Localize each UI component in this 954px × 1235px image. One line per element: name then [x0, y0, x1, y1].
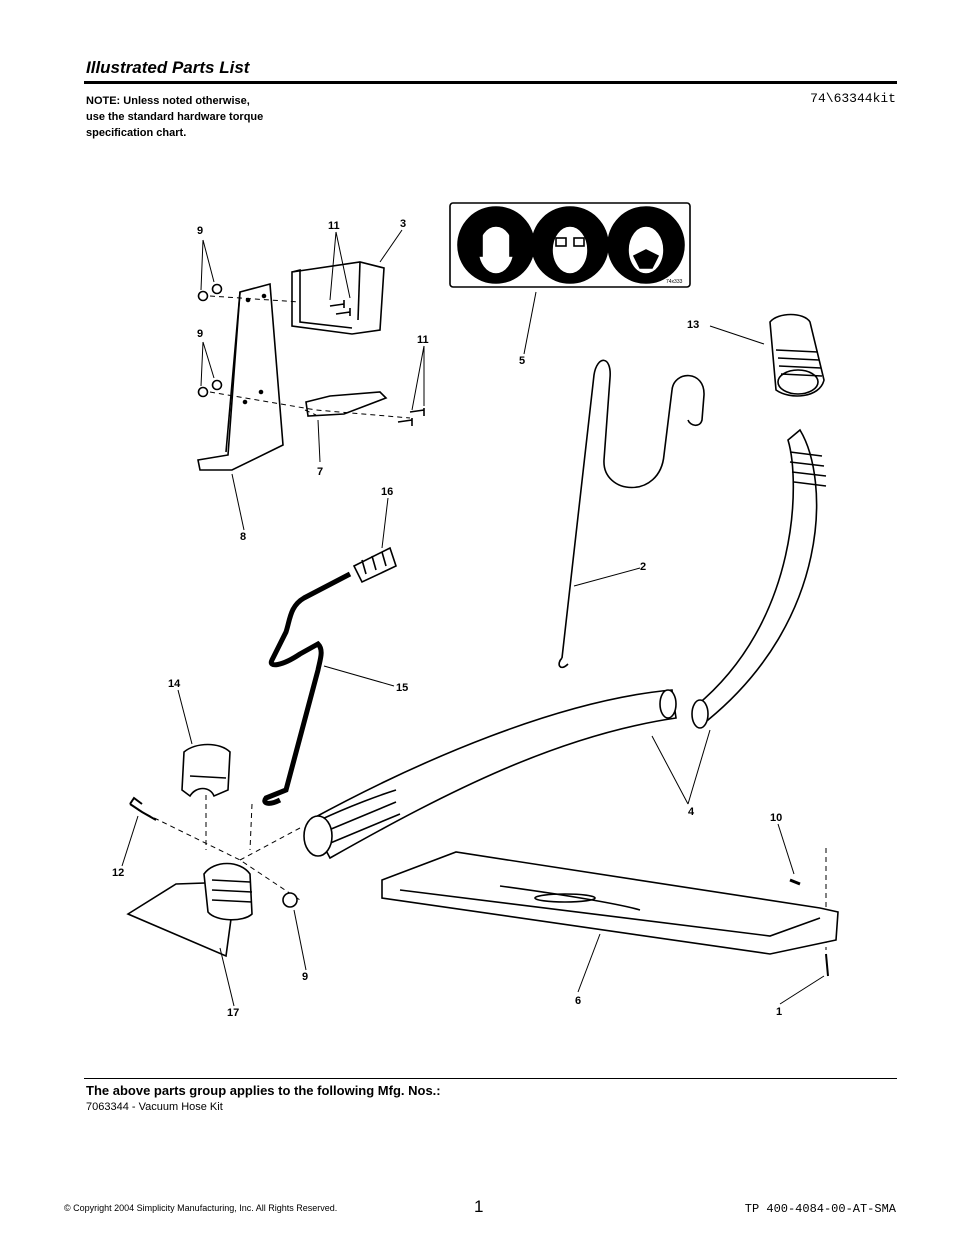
part-9-nut: [197, 290, 209, 302]
callout-11: 11: [328, 220, 340, 232]
page-number: 1: [474, 1197, 484, 1216]
header-rule: [84, 81, 897, 84]
part-13-cuff: [769, 313, 825, 397]
kit-code: 74\63344kit: [810, 91, 896, 106]
part-10-pin: [789, 878, 801, 886]
callout-9: 9: [197, 328, 203, 340]
part-2-wire-hook: [561, 359, 705, 659]
part-9-nut: [211, 379, 223, 391]
document-id: TP 400-4084-00-AT-SMA: [744, 1202, 896, 1216]
mfg-number-line: 7063344 - Vacuum Hose Kit: [86, 1101, 223, 1113]
part-9-nut: [282, 892, 298, 908]
callout-11: 11: [417, 334, 429, 346]
part-9-nut: [211, 283, 223, 295]
page-title: Illustrated Parts List: [86, 58, 250, 77]
part-4-hose: [303, 428, 827, 860]
part-3-clip: [291, 261, 385, 335]
part-9-nut: [197, 386, 209, 398]
callout-16: 16: [381, 486, 393, 498]
part-12-bolt: [129, 796, 157, 821]
callout-9: 9: [197, 225, 203, 237]
part-1-screw: [825, 953, 829, 977]
callout-2: 2: [640, 561, 646, 573]
part-7-plate: [305, 391, 388, 417]
callout-9: 9: [302, 971, 308, 983]
callout-7: 7: [317, 466, 323, 478]
callout-1: 1: [776, 1006, 782, 1018]
decal-code: 74x333: [666, 279, 683, 285]
copyright: © Copyright 2004 Simplicity Manufacturin…: [64, 1203, 338, 1213]
part-8-bracket: [197, 282, 284, 471]
part-6-tray: [381, 851, 839, 955]
callout-13: 13: [687, 319, 699, 331]
callout-14: 14: [168, 678, 181, 690]
part-15-handle: [262, 571, 352, 806]
callout-6: 6: [575, 995, 581, 1007]
callout-10: 10: [770, 812, 782, 824]
callout-3: 3: [400, 218, 406, 230]
callout-4: 4: [688, 806, 695, 818]
part-11-bolt: [397, 408, 425, 426]
applies-heading: The above parts group applies to the fol…: [86, 1083, 441, 1098]
torque-note: NOTE: Unless noted otherwise, use the st…: [86, 95, 264, 139]
part-16-grip: [352, 546, 397, 584]
part-14-clamp: [181, 743, 231, 798]
callout-8: 8: [240, 531, 246, 543]
footer-rule: [84, 1078, 897, 1079]
part-11-bolt: [329, 300, 351, 316]
callout-5: 5: [519, 355, 525, 367]
part-17-nozzle: [126, 862, 253, 958]
callout-12: 12: [112, 867, 124, 879]
callout-15: 15: [396, 682, 408, 694]
callout-17: 17: [227, 1007, 239, 1019]
part-5-safety-decal: [449, 202, 691, 288]
